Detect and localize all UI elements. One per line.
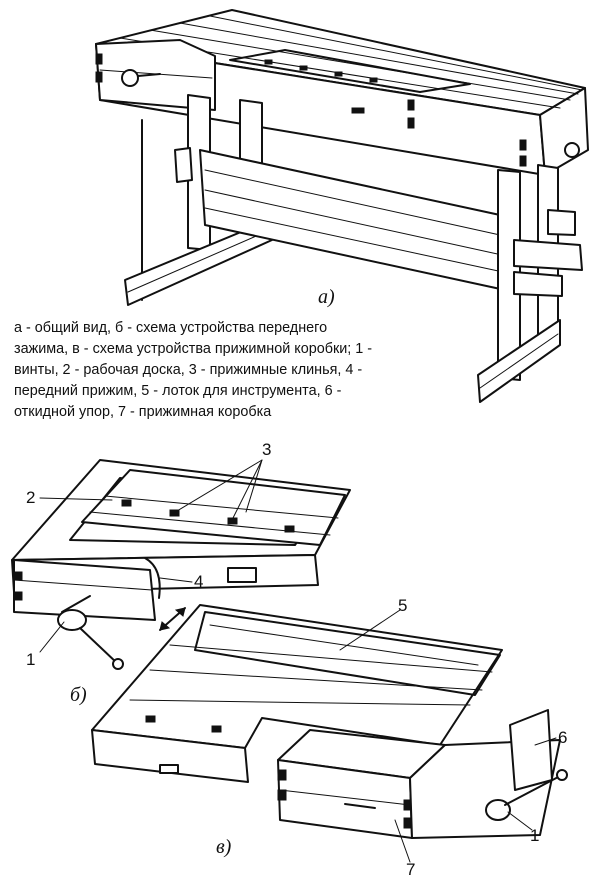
figure-label-b: б)	[70, 684, 87, 706]
callout-1-front: 1	[26, 650, 36, 669]
callout-2: 2	[26, 488, 36, 507]
figure-caption: а - общий вид, б - схема устройства пере…	[14, 320, 373, 420]
callout-1-box: 1	[530, 826, 540, 845]
figure-label-a: а)	[318, 286, 335, 308]
callout-7: 7	[406, 860, 416, 879]
callout-5: 5	[398, 596, 408, 615]
callout-3: 3	[262, 440, 272, 459]
callout-4: 4	[194, 572, 204, 591]
callout-6: 6	[558, 728, 568, 747]
figure-label-v: в)	[216, 836, 232, 858]
